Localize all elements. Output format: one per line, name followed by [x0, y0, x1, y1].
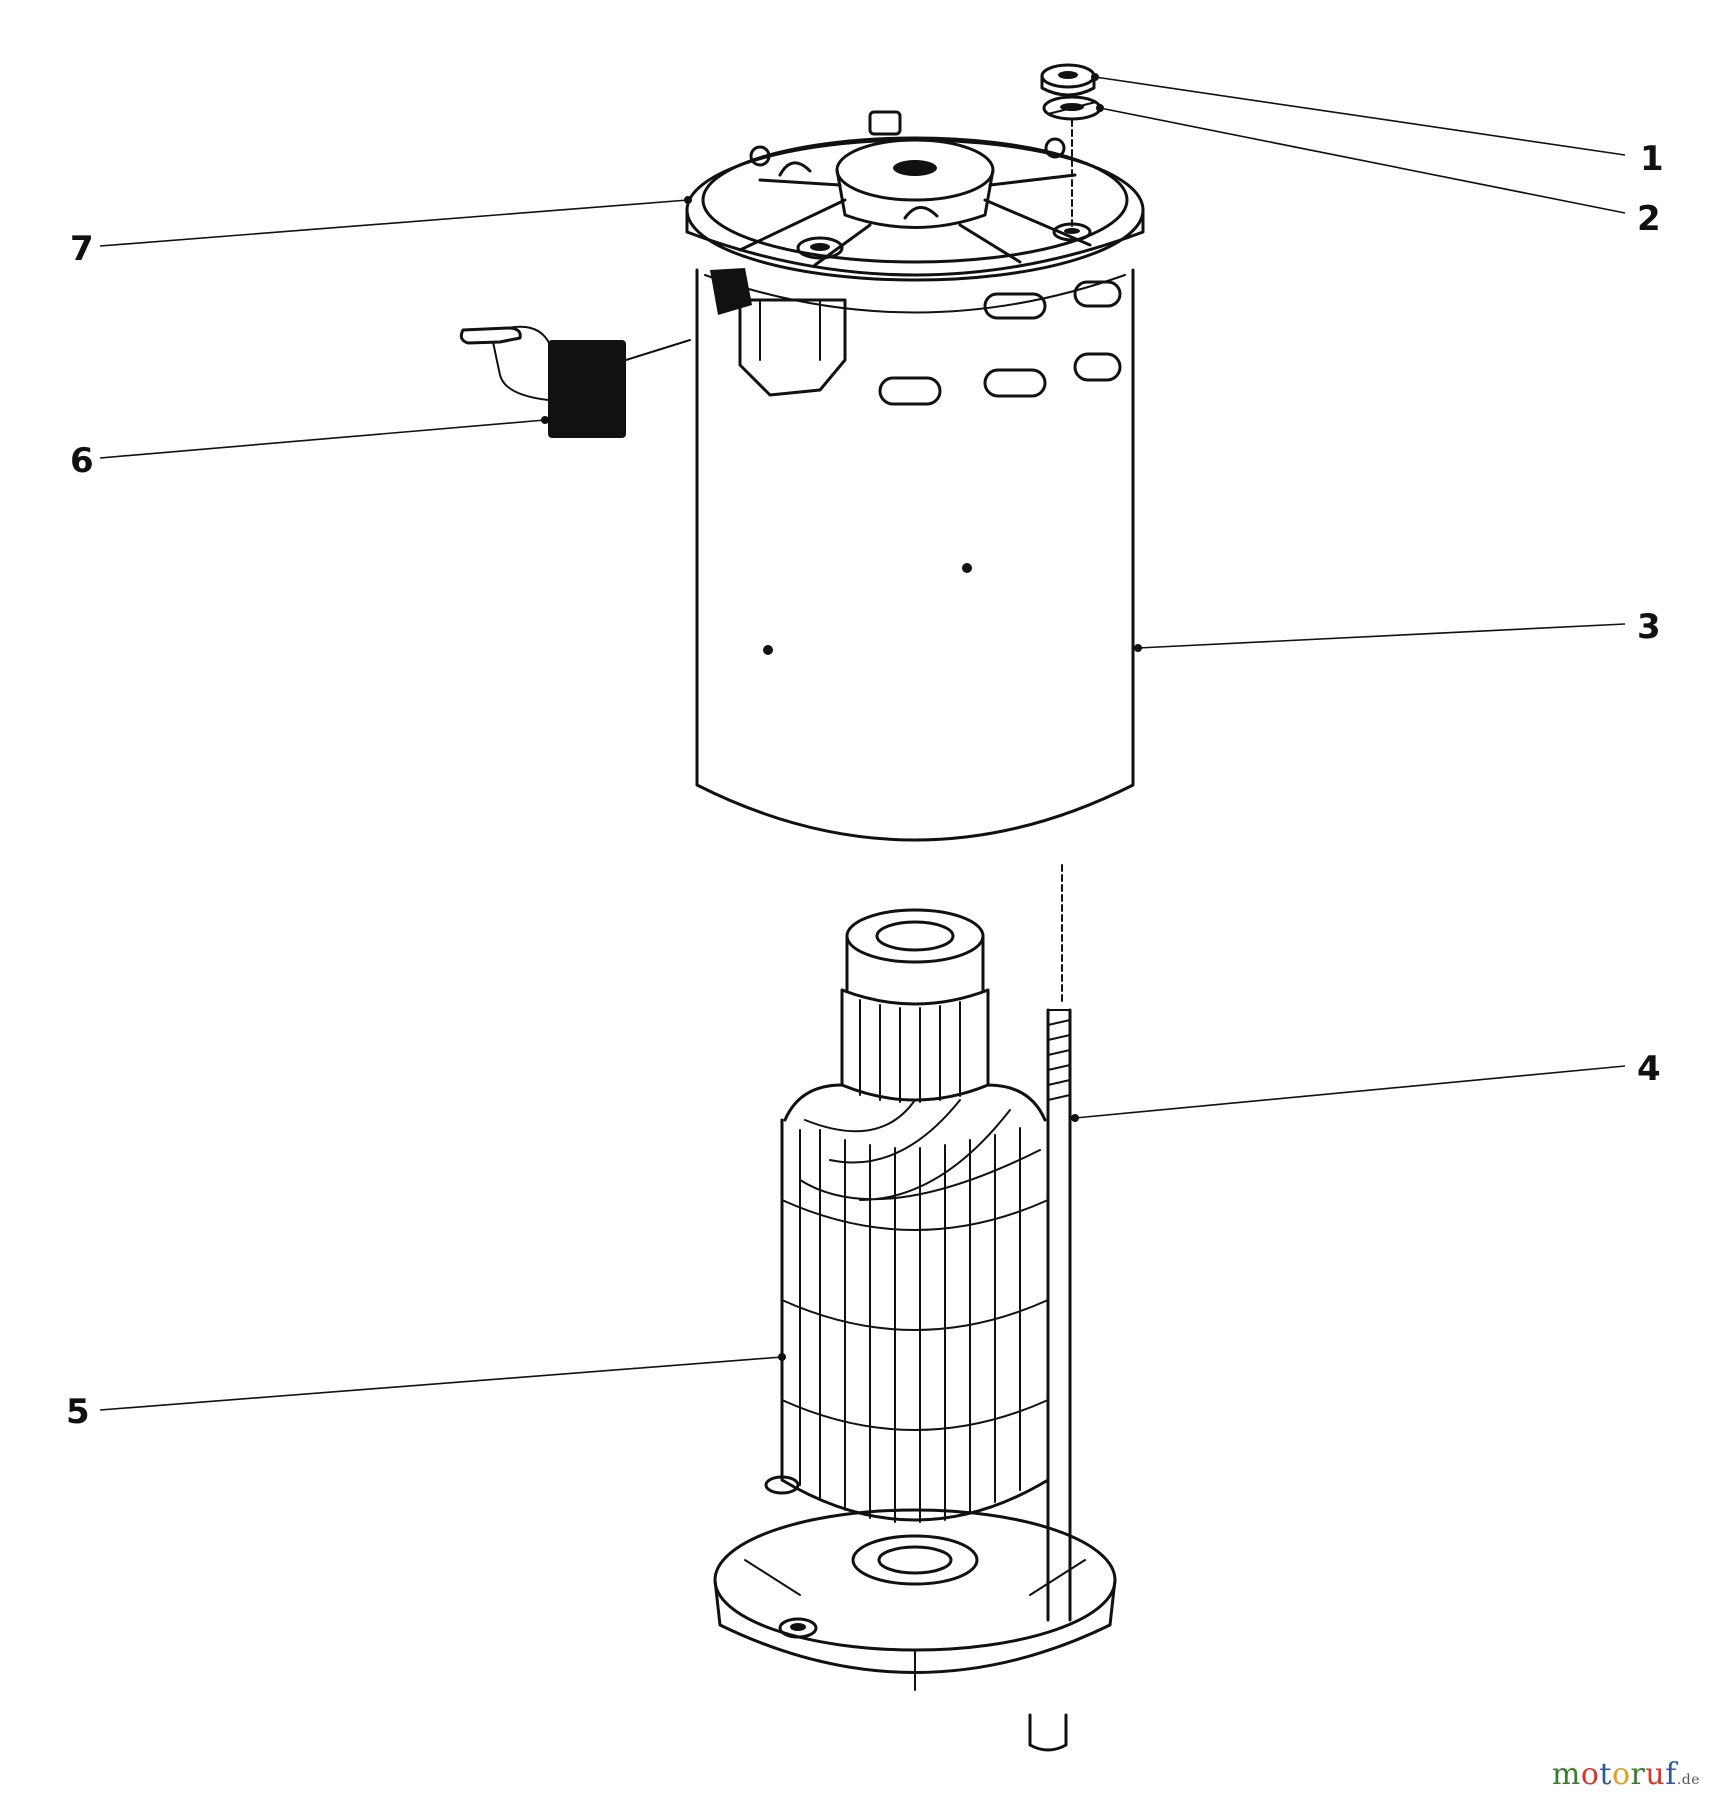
callout-label-2: 2: [1637, 199, 1661, 239]
part-field-frame: [695, 268, 1135, 842]
leader-3: [1134, 623, 1626, 652]
watermark-letter: r: [1630, 1757, 1646, 1792]
part-drive-end-housing: [713, 1475, 1117, 1752]
callout-label-6: 6: [70, 441, 94, 481]
callout-label-4: 4: [1637, 1049, 1661, 1089]
leader-6: [99, 416, 549, 459]
part-hex-nut: [1040, 63, 1096, 97]
leader-7: [99, 196, 692, 247]
leader-5: [99, 1353, 786, 1411]
watermark-letter: f: [1665, 1757, 1677, 1792]
part-armature: [780, 908, 1050, 1523]
watermark-letter: m: [1551, 1757, 1581, 1792]
leader-1: [1091, 73, 1626, 156]
leader-4: [1071, 1065, 1626, 1122]
watermark-letter: o: [1580, 1757, 1600, 1792]
watermark-suffix: .de: [1676, 1772, 1700, 1788]
callout-label-3: 3: [1637, 607, 1661, 647]
watermark-logo: motoruf.de: [1552, 1757, 1700, 1792]
watermark-text: motoruf: [1552, 1757, 1677, 1792]
leader-2: [1096, 104, 1626, 214]
part-end-cap: [685, 110, 1145, 282]
part-brush: [459, 325, 691, 438]
callout-label-7: 7: [70, 229, 94, 269]
callout-label-5: 5: [66, 1392, 90, 1432]
part-through-bolt: [1046, 119, 1073, 1622]
part-lock-washer: [1042, 95, 1102, 121]
callout-label-1: 1: [1640, 139, 1664, 179]
watermark-letter: o: [1611, 1757, 1631, 1792]
watermark-letter: t: [1599, 1757, 1612, 1792]
watermark-letter: u: [1645, 1757, 1666, 1792]
